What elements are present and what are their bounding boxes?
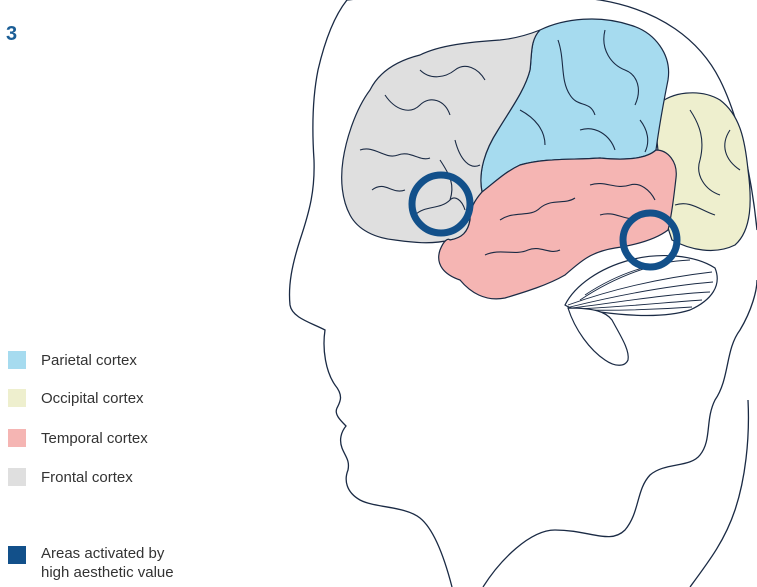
legend-label-occipital: Occipital cortex: [41, 390, 144, 407]
legend-label-frontal: Frontal cortex: [41, 469, 133, 486]
face-profile: [690, 400, 748, 587]
brainstem: [568, 308, 628, 365]
legend-item-activation: Areas activated by high aesthetic value: [8, 544, 211, 582]
head-outline: [483, 280, 757, 587]
occipital-swatch: [8, 389, 26, 407]
legend-label-activation: Areas activated by high aesthetic value: [41, 544, 211, 582]
temporal-swatch: [8, 429, 26, 447]
activation-label-line1: Areas activated by: [41, 545, 164, 562]
legend-label-parietal: Parietal cortex: [41, 352, 137, 369]
frontal-swatch: [8, 468, 26, 486]
legend-item-frontal: Frontal cortex: [8, 468, 133, 486]
parietal-swatch: [8, 351, 26, 369]
legend-item-temporal: Temporal cortex: [8, 429, 148, 447]
activation-label-line2: high aesthetic value: [41, 564, 174, 581]
legend-label-temporal: Temporal cortex: [41, 430, 148, 447]
activation-swatch: [8, 546, 26, 564]
legend-item-occipital: Occipital cortex: [8, 389, 144, 407]
legend-item-parietal: Parietal cortex: [8, 351, 137, 369]
